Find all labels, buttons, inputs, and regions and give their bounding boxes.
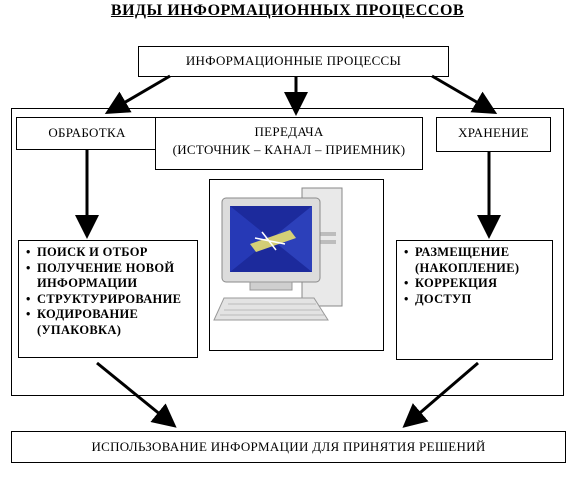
transmission-label: ПЕРЕДАЧА [254,124,324,139]
processing-list: ПОИСК И ОТБОР ПОЛУЧЕНИЕ НОВОЙ ИНФОРМАЦИИ… [18,240,198,358]
computer-icon [213,187,343,321]
list-item: ДОСТУП [404,292,546,308]
storage-box: ХРАНЕНИЕ [436,117,551,152]
storage-label: ХРАНЕНИЕ [458,125,529,140]
page-title: ВИДЫ ИНФОРМАЦИОННЫХ ПРОЦЕССОВ [110,2,465,19]
arrow-to-processing [104,74,171,115]
storage-list: РАЗМЕЩЕНИЕ (НАКОПЛЕНИЕ) КОРРЕКЦИЯ ДОСТУП [396,240,553,360]
computer-image [209,179,384,351]
list-item: КОРРЕКЦИЯ [404,276,546,292]
usage-label: ИСПОЛЬЗОВАНИЕ ИНФОРМАЦИИ ДЛЯ ПРИНЯТИЯ РЕ… [91,439,486,454]
list-item: ПОИСК И ОТБОР [26,245,191,261]
transmission-box: ПЕРЕДАЧА (ИСТОЧНИК – КАНАЛ – ПРИЕМНИК) [155,117,423,170]
arrow-to-storage [431,74,498,115]
info-processes-box: ИНФОРМАЦИОННЫЕ ПРОЦЕССЫ [138,46,449,77]
list-item: КОДИРОВАНИЕ (УПАКОВКА) [26,307,191,338]
arrow-left-to-usage [96,361,177,428]
processing-label: ОБРАБОТКА [48,125,126,140]
list-item: СТРУКТУРИРОВАНИЕ [26,292,191,308]
list-item: ПОЛУЧЕНИЕ НОВОЙ ИНФОРМАЦИИ [26,261,191,292]
usage-box: ИСПОЛЬЗОВАНИЕ ИНФОРМАЦИИ ДЛЯ ПРИНЯТИЯ РЕ… [11,431,566,463]
info-processes-label: ИНФОРМАЦИОННЫЕ ПРОЦЕССЫ [185,53,402,68]
transmission-sub: (ИСТОЧНИК – КАНАЛ – ПРИЕМНИК) [172,142,406,157]
list-item: РАЗМЕЩЕНИЕ (НАКОПЛЕНИЕ) [404,245,546,276]
arrow-right-to-usage [402,361,479,428]
